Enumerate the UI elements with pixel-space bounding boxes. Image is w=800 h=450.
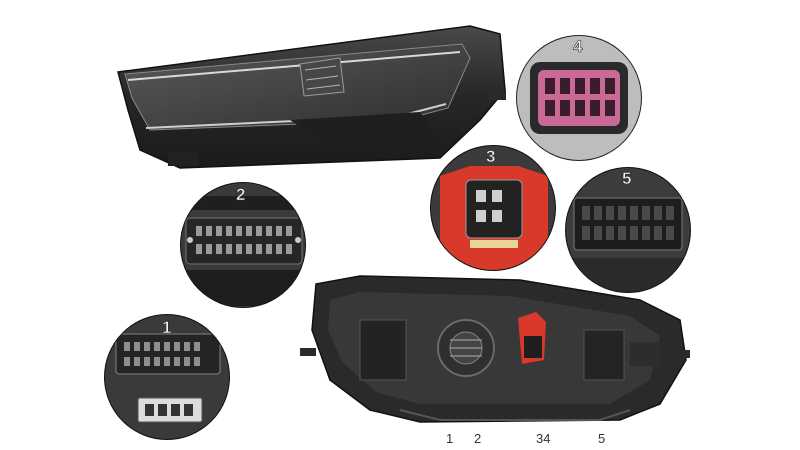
callout-1-circle: 1 [104, 314, 230, 440]
rear-view-labels: 1 2 34 5 [446, 431, 605, 446]
rear-label-2: 2 [474, 431, 481, 446]
callout-4-label: 4 [573, 37, 583, 56]
headlight-rear-view [300, 275, 690, 423]
callout-3-circle: 3 [430, 145, 556, 271]
rear-label-34: 34 [536, 431, 550, 446]
callout-2-circle: 2 [180, 182, 306, 308]
callout-4-circle: 4 [516, 35, 642, 161]
callout-2-label: 2 [236, 185, 245, 204]
rear-label-5: 5 [598, 431, 605, 446]
rear-label-1: 1 [446, 431, 453, 446]
callout-1-label: 1 [162, 318, 171, 337]
callout-5-circle: 5 [565, 167, 691, 293]
callout-5-label: 5 [622, 169, 631, 188]
callout-3-label: 3 [486, 147, 495, 166]
headlight-front-view [117, 25, 506, 169]
